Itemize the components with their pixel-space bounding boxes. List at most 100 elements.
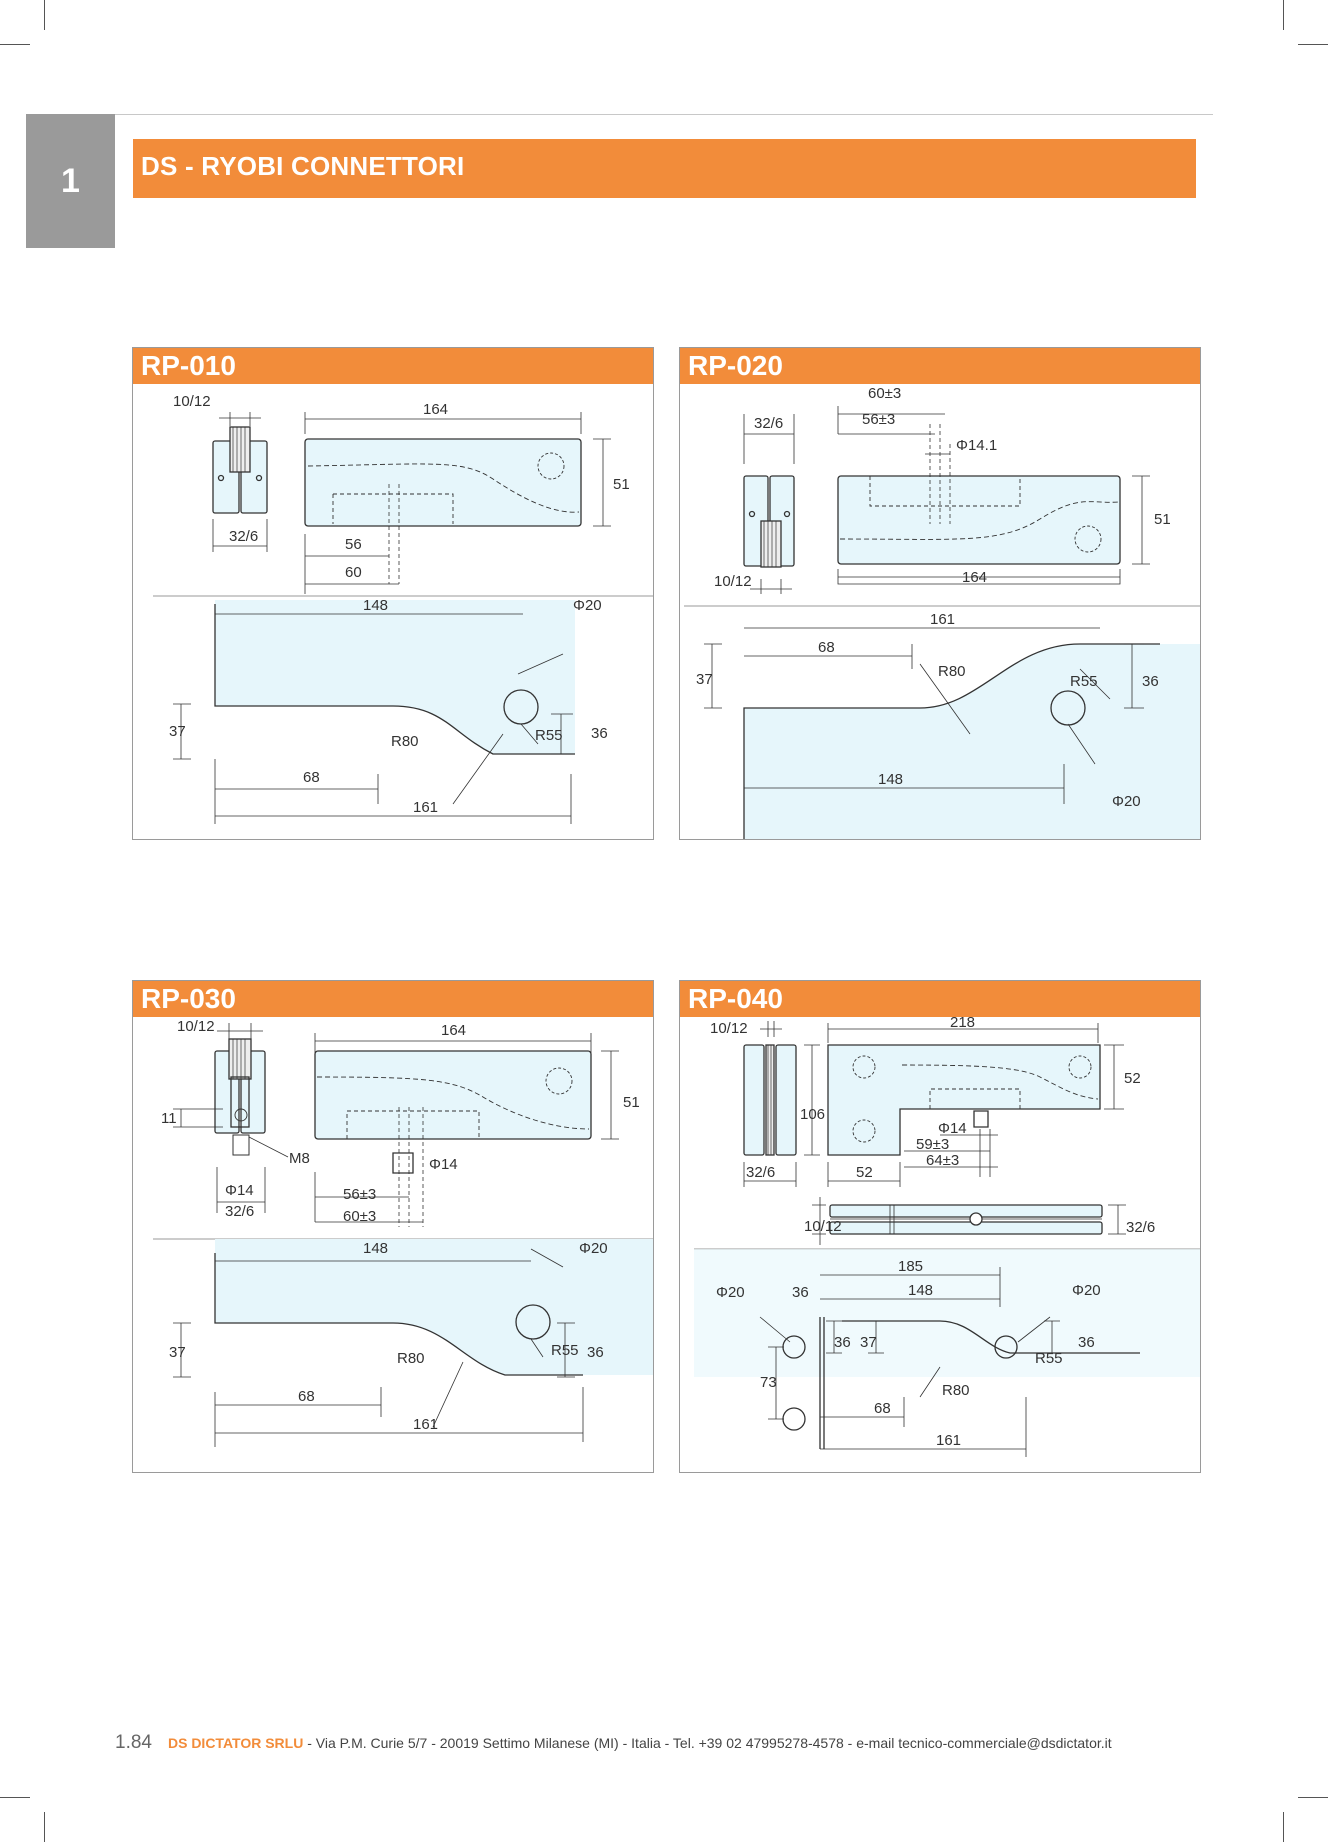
company-name: DS DICTATOR SRLU [167,1735,304,1751]
crop-mark [0,44,30,45]
dim-bore-small: Φ14 [429,1156,458,1173]
dim-length: 164 [441,1022,466,1039]
dim-hole-b: 60 [345,564,362,581]
technical-drawing: 10/12 164 51 32/6 56 60 148 Φ20 37 36 R8… [153,393,653,824]
dim-total: 161 [413,799,438,816]
dim-vert: 73 [760,1374,777,1391]
dim-step: 36 [587,1344,604,1361]
product-code: RP-020 [688,350,783,381]
company-address: - Via P.M. Curie 5/7 - 20019 Settimo Mil… [303,1735,1112,1751]
dim-hole-a: 56 [345,536,362,553]
dim-width: 52 [856,1164,873,1181]
product-code: RP-010 [141,350,236,381]
dim-bore-right: Φ20 [1072,1282,1101,1299]
product-panel-rp-010: RP-010 [132,347,654,840]
dim-rise: 37 [169,723,186,740]
dim-thread: M8 [289,1150,310,1167]
dim-offset: 68 [303,769,320,786]
page-footer: 1.84 DS DICTATOR SRLU - Via P.M. Curie 5/… [115,1732,1215,1754]
dim-hole-b: 60±3 [343,1208,376,1225]
product-panel-rp-020: RP-020 [679,347,1201,840]
dim-leg: 106 [800,1106,825,1123]
product-code: RP-030 [141,983,236,1014]
page-number: 1.84 [115,1732,152,1753]
dim-thickness: 10/12 [710,1020,748,1037]
chapter-tab: 1 [26,114,115,248]
dim-bore-small-b: Φ14 [225,1182,254,1199]
dim-thickness: 10/12 [177,1018,215,1035]
dim-thickness-v: 10/12 [804,1218,842,1235]
dim-thickness: 10/12 [714,573,752,590]
dim-rise: 37 [860,1334,877,1351]
dim-height: 51 [1154,511,1171,528]
dim-height: 51 [623,1094,640,1111]
dim-hole-a: 56±3 [862,411,895,428]
dim-r-small: R55 [1070,673,1098,690]
dim-height: 52 [1124,1070,1141,1087]
dim-bore-left: Φ20 [716,1284,745,1301]
technical-drawing: 10/12 218 52 106 Φ14 59±3 64±3 32/6 52 1… [694,1017,1200,1457]
dim-length: 164 [962,569,987,586]
crop-mark [44,1812,45,1842]
dim-slot: 32/6 [746,1164,775,1181]
dim-total: 161 [413,1416,438,1433]
panel-header: RP-030 [133,981,653,1017]
dim-offset: 68 [874,1400,891,1417]
dim-r-big: R80 [391,733,419,750]
dim-hole-a: 56±3 [343,1186,376,1203]
dim-r-small: R55 [1035,1350,1063,1367]
product-code: RP-040 [688,983,783,1014]
technical-drawing: 10/12 164 11 M8 51 Φ14 Φ14 32/6 56±3 60±… [153,1018,653,1447]
dim-r-big: R80 [397,1350,425,1367]
dim-bore: Φ20 [1112,793,1141,810]
crop-mark [1283,1812,1284,1842]
dim-r-big: R80 [938,663,966,680]
dim-profile-length: 148 [908,1282,933,1299]
dim-hole-b: 60±3 [868,385,901,402]
section-header: DS - RYOBI CONNETTORI [133,139,1196,198]
dim-bore: Φ20 [579,1240,608,1257]
dim-gap: 36 [792,1284,809,1301]
dim-pos-b: 64±3 [926,1152,959,1169]
dim-slot: 32/6 [229,528,258,545]
crop-mark [1298,1797,1328,1798]
dim-step: 36 [591,725,608,742]
dim-step-l: 36 [834,1334,851,1351]
panel-header: RP-010 [133,348,653,384]
dim-slot-v: 32/6 [1126,1219,1155,1236]
dim-pos-a: 59±3 [916,1136,949,1153]
panel-header: RP-020 [680,348,1200,384]
dim-eleven: 11 [161,1110,177,1127]
crop-mark [1298,44,1328,45]
dim-rise: 37 [169,1344,186,1361]
dim-r-small: R55 [551,1342,579,1359]
dim-step: 36 [1142,673,1159,690]
dim-offset: 68 [818,639,835,656]
crop-mark [0,1797,30,1798]
dim-total: 161 [936,1432,961,1449]
dim-span: 185 [898,1258,923,1275]
product-panel-rp-040: RP-040 [679,980,1201,1473]
dim-step: 36 [1078,1334,1095,1351]
product-panel-rp-030: RP-030 [132,980,654,1473]
crop-mark [44,0,45,30]
dim-bore: Φ20 [573,597,602,614]
dim-offset: 68 [298,1388,315,1405]
technical-drawing: 60±3 56±3 32/6 Φ14.1 51 164 10/12 161 68… [684,385,1200,839]
dim-thickness: 10/12 [173,393,211,410]
dim-slot: 32/6 [754,415,783,432]
dim-r-big: R80 [942,1382,970,1399]
dim-bore-small: Φ14.1 [956,437,997,454]
chapter-number: 1 [61,161,80,200]
crop-mark [1283,0,1284,30]
dim-length: 164 [423,401,448,418]
section-title: DS - RYOBI CONNETTORI [141,151,465,181]
dim-profile-length: 148 [363,597,388,614]
dim-height: 51 [613,476,630,493]
top-rule [30,114,1213,115]
panel-header: RP-040 [680,981,1200,1017]
dim-profile-length: 148 [363,1240,388,1257]
dim-rise: 37 [696,671,713,688]
dim-bore-small: Φ14 [938,1120,967,1137]
dim-slot: 32/6 [225,1203,254,1220]
